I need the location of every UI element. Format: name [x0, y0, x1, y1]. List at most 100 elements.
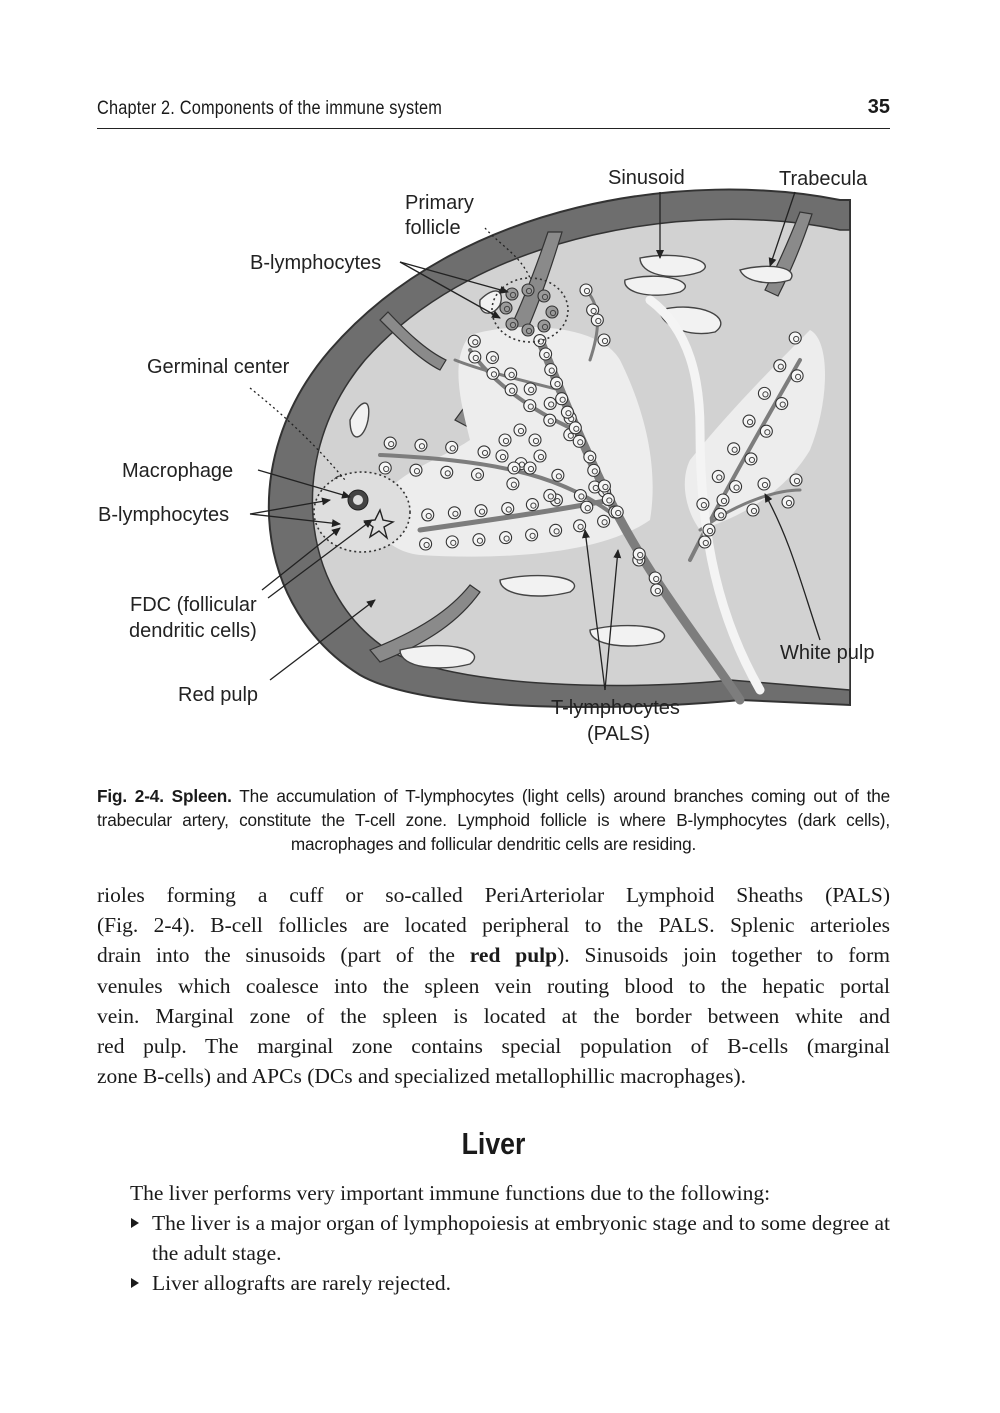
cell-nucleus [502, 437, 510, 445]
cell-nucleus [785, 499, 793, 507]
cell-nucleus [503, 535, 510, 542]
body-line: vein. Marginal zone of the spleen is loc… [97, 1003, 890, 1028]
label-sinusoid: Sinusoid [608, 167, 685, 189]
cell-nucleus [654, 587, 661, 595]
t-lymphocyte [543, 396, 557, 411]
body-line: zone B-cells) and APCs (DCs and speciali… [97, 1064, 746, 1089]
t-lymphocyte [378, 461, 392, 475]
sinusoid [499, 574, 576, 597]
lymphocyte-cells [319, 283, 804, 597]
label-macrophage: Macrophage [122, 460, 233, 482]
t-lymphocyte [568, 421, 582, 435]
cell-nucleus [720, 497, 728, 505]
t-lymphocyte [523, 382, 537, 396]
t-lymphocyte [470, 467, 485, 482]
cell-nucleus [591, 468, 598, 475]
bullet-list: The liver is a major organ of lymphopoie… [97, 1208, 890, 1299]
t-lymphocyte [711, 469, 725, 484]
t-lymphocyte [499, 531, 513, 545]
t-lymphocyte [601, 492, 615, 507]
label-b-lymphocytes-left: B-lymphocytes [98, 504, 229, 526]
artery-branch [698, 488, 802, 532]
cell-nucleus [527, 465, 535, 473]
cell-nucleus [475, 472, 482, 479]
cell-nucleus [530, 502, 537, 509]
cell-nucleus [583, 287, 591, 295]
cell-nucleus [452, 510, 459, 517]
cell-nucleus [505, 506, 512, 513]
t-lymphocyte [414, 438, 428, 452]
cell-nucleus [509, 321, 517, 329]
cell-nucleus [554, 497, 561, 505]
cell-nucleus [510, 481, 517, 488]
cell-nucleus [595, 317, 602, 325]
label-primary-follicle: Primary [405, 192, 474, 214]
cell-nucleus [499, 453, 507, 461]
triangle-bullet-icon [131, 1218, 139, 1228]
t-lymphocyte [773, 359, 787, 373]
figure-caption: Fig. 2-4. Spleen. The accumulation of T-… [97, 784, 890, 856]
body-line: rioles forming a cuff or so-called PeriA… [97, 883, 890, 907]
cell-nucleus [779, 401, 786, 408]
trabecula [379, 311, 447, 371]
t-lymphocyte [525, 528, 539, 542]
cell-nucleus [702, 539, 709, 547]
label-pals: (PALS) [587, 723, 650, 745]
cell-nucleus [761, 481, 769, 489]
t-lymphocyte [523, 461, 537, 475]
t-lymphocyte [472, 533, 486, 547]
cell-nucleus [733, 484, 740, 491]
t-lymphocyte [713, 507, 727, 521]
cell-nucleus [481, 449, 489, 457]
cell-nucleus [793, 335, 800, 343]
t-lymphocyte [485, 350, 500, 365]
running-head: Chapter 2. Components of the immune syst… [97, 96, 890, 129]
body-line: venules which coalesce into the spleen v… [97, 973, 890, 998]
t-lymphocyte [580, 500, 594, 514]
cell-nucleus [553, 528, 560, 535]
cell-nucleus [525, 327, 533, 335]
t-lymphocyte [539, 347, 553, 361]
cell-nucleus [554, 380, 561, 388]
b-lymphocyte [537, 289, 551, 303]
t-lymphocyte [729, 480, 743, 494]
cell-nucleus [748, 456, 756, 464]
t-lymphocyte [447, 506, 461, 520]
t-lymphocyte [495, 449, 509, 463]
cell-nucleus [573, 425, 580, 432]
t-lymphocyte [533, 449, 547, 463]
t-lymphocyte [419, 537, 433, 551]
t-lymphocyte [445, 535, 459, 549]
t-lymphocyte [587, 463, 601, 477]
t-lymphocyte [696, 497, 710, 511]
cell-nucleus [450, 539, 457, 546]
t-lymphocyte [790, 369, 804, 383]
sinusoid [479, 290, 502, 314]
bold-term: red pulp [469, 943, 558, 968]
cell-nucleus [478, 508, 486, 515]
body-line: red pulp. The marginal zone contains spe… [97, 1034, 890, 1059]
t-lymphocyte [727, 442, 741, 456]
cell-nucleus [541, 293, 549, 301]
t-lymphocyte [506, 477, 520, 491]
label-trabecula: Trabecula [779, 168, 868, 190]
t-lymphocyte [486, 366, 500, 380]
cell-nucleus [517, 427, 525, 435]
cell-nucleus [418, 443, 426, 450]
cell-nucleus [425, 512, 432, 520]
sinusoid [739, 265, 793, 284]
sinusoid [399, 644, 476, 669]
cell-nucleus [444, 470, 451, 477]
t-lymphocyte [467, 334, 481, 348]
section-title: Liver [461, 1126, 526, 1161]
caption-text: The accumulation of T-lymphocytes (light… [97, 786, 891, 854]
primary-follicle [491, 277, 569, 343]
sinusoid [589, 624, 666, 647]
body-line: (Fig. 2-4). B-cell follicles are located… [97, 913, 890, 938]
spleen-figure: Sinusoid Trabecula Primary follicle B-ly… [0, 140, 1000, 780]
t-lymphocyte [650, 583, 664, 597]
t-lymphocyte [597, 514, 611, 528]
cell-nucleus [559, 396, 566, 403]
t-lymphocyte [507, 461, 521, 475]
label-b-lymphocytes-top: B-lymphocytes [250, 252, 381, 274]
